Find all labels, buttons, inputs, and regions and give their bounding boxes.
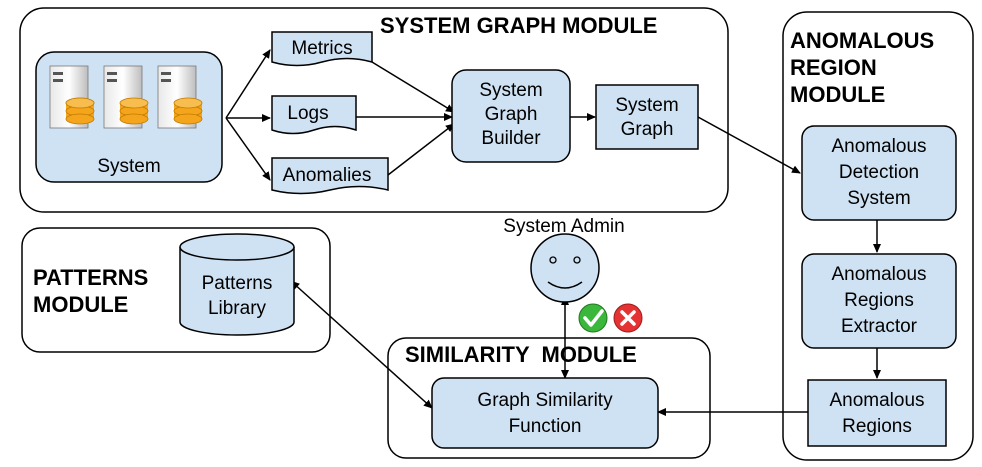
extractor-label-3: Extractor bbox=[841, 316, 918, 337]
anomalous-detection-node bbox=[801, 125, 957, 221]
anomalous-region-module bbox=[782, 11, 974, 461]
server-icon bbox=[49, 65, 203, 129]
anomalous-region-module-title-1: ANOMALOUS bbox=[790, 28, 934, 53]
library-label-2: Library bbox=[208, 298, 267, 319]
builder-label-3: Builder bbox=[481, 128, 541, 149]
detection-label-1: Anomalous bbox=[831, 136, 926, 157]
patterns-library-node bbox=[179, 233, 295, 336]
library-label-1: Patterns bbox=[202, 273, 273, 294]
similarity-label-1: Graph Similarity bbox=[477, 390, 613, 411]
system-graph-module-title: SYSTEM GRAPH MODULE bbox=[380, 13, 657, 38]
anomalous-region-module-title-2: REGION bbox=[790, 55, 877, 80]
similarity-label-2: Function bbox=[509, 416, 582, 437]
anomalous-regions-node bbox=[807, 379, 947, 447]
anomalous-region-module-title-3: MODULE bbox=[790, 82, 885, 107]
regions-label-1: Anomalous bbox=[829, 390, 924, 411]
patterns-module-title-2: MODULE bbox=[33, 292, 128, 317]
system-admin-label: System Admin bbox=[503, 216, 624, 237]
logs-node bbox=[271, 95, 357, 135]
regions-extractor-node bbox=[801, 253, 957, 349]
detection-label-3: System bbox=[847, 188, 910, 209]
detection-label-2: Detection bbox=[839, 162, 919, 183]
extractor-label-2: Regions bbox=[844, 290, 914, 311]
system-graph-label-1: System bbox=[615, 95, 678, 116]
anomalies-label: Anomalies bbox=[283, 165, 372, 186]
system-label: System bbox=[97, 156, 160, 177]
system-graph-node bbox=[595, 84, 699, 150]
smiley-face-icon bbox=[530, 233, 600, 303]
regions-label-2: Regions bbox=[842, 416, 912, 437]
system-graph-label-2: Graph bbox=[621, 119, 674, 140]
patterns-module-title-1: PATTERNS bbox=[33, 265, 148, 290]
builder-label-2: Graph bbox=[485, 104, 538, 125]
builder-label-1: System bbox=[479, 80, 542, 101]
checkmark-icon bbox=[578, 303, 608, 333]
system-graph-module bbox=[19, 7, 729, 213]
extractor-label-1: Anomalous bbox=[831, 264, 926, 285]
cross-icon bbox=[613, 303, 643, 333]
metrics-node bbox=[271, 31, 373, 67]
metrics-label: Metrics bbox=[291, 38, 352, 59]
graph-similarity-node bbox=[431, 377, 659, 449]
similarity-module-title: SIMILARITY MODULE bbox=[405, 342, 637, 367]
anomalies-node bbox=[271, 157, 389, 195]
logs-label: Logs bbox=[287, 103, 328, 124]
system-graph-builder-node bbox=[451, 69, 571, 163]
